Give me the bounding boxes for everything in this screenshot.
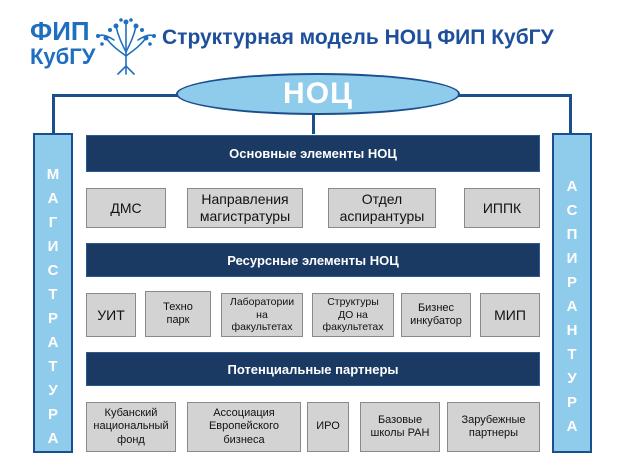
connector-center-vertical [312, 112, 315, 134]
right-column-letter: Н [566, 322, 578, 339]
right-column-letter: П [566, 226, 578, 243]
connector-top-right [456, 94, 572, 97]
right-column-letter: Р [566, 394, 577, 411]
left-column-letter: А [47, 334, 59, 351]
box-faculty-labs: Лаборатории на факультетах [221, 293, 303, 337]
left-column-letter: А [47, 190, 59, 207]
left-column-letter: М [46, 166, 60, 183]
right-column-letter: А [566, 178, 578, 195]
connector-top-left [52, 94, 180, 97]
box-kuban-fund: Кубанский национальный фонд [86, 402, 176, 452]
box-technopark: Техно парк [145, 291, 211, 337]
left-column-letter: С [47, 262, 59, 279]
left-column-letter: У [48, 382, 58, 399]
right-column-letter: У [567, 370, 577, 387]
box-dms: ДМС [86, 188, 166, 228]
left-column-letter: А [47, 430, 59, 447]
left-column-letter: Р [47, 406, 58, 423]
box-postgraduate-dept: Отдел аспирантуры [328, 188, 436, 228]
logo-text-bottom: КубГУ [30, 44, 96, 69]
section-header-partners: Потенциальные партнеры [86, 352, 540, 386]
right-column-letter: Т [567, 346, 577, 363]
right-column-letter: А [566, 418, 578, 435]
right-column-letter: И [566, 250, 578, 267]
section-header-resources: Ресурсные элементы НОЦ [86, 243, 540, 277]
box-business-incubator: Бизнес инкубатор [401, 293, 471, 337]
logo-text-top: ФИП [30, 16, 90, 46]
box-uit: УИТ [86, 293, 136, 337]
box-mip: МИП [480, 293, 540, 337]
box-foreign-partners: Зарубежные партнеры [447, 402, 540, 452]
box-ippk: ИППК [464, 188, 540, 228]
box-magistracy-directions: Направления магистратуры [187, 188, 303, 228]
connector-right-vertical [569, 94, 572, 134]
right-column-letter: Р [566, 274, 577, 291]
right-column-letter: А [566, 298, 578, 315]
logo: ФИП КубГУ [28, 14, 158, 76]
tree-icon [96, 18, 156, 75]
connector-left-vertical [52, 94, 55, 134]
center-oval: НОЦ [176, 73, 460, 115]
left-column-letter: Р [47, 310, 58, 327]
box-european-business: Ассоциация Европейского бизнеса [187, 402, 301, 452]
box-additional-education: Структуры ДО на факультетах [312, 293, 394, 337]
left-column-letter: И [47, 238, 59, 255]
box-iro: ИРО [307, 402, 349, 452]
left-column-letter: Г [48, 214, 58, 231]
left-column-letter: Т [48, 286, 58, 303]
page-title: Структурная модель НОЦ ФИП КубГУ [162, 26, 554, 49]
left-column-letter: Т [48, 358, 58, 375]
right-column-letter: С [566, 202, 578, 219]
section-header-main: Основные элементы НОЦ [86, 135, 540, 172]
box-ras-schools: Базовые школы РАН [360, 402, 440, 452]
